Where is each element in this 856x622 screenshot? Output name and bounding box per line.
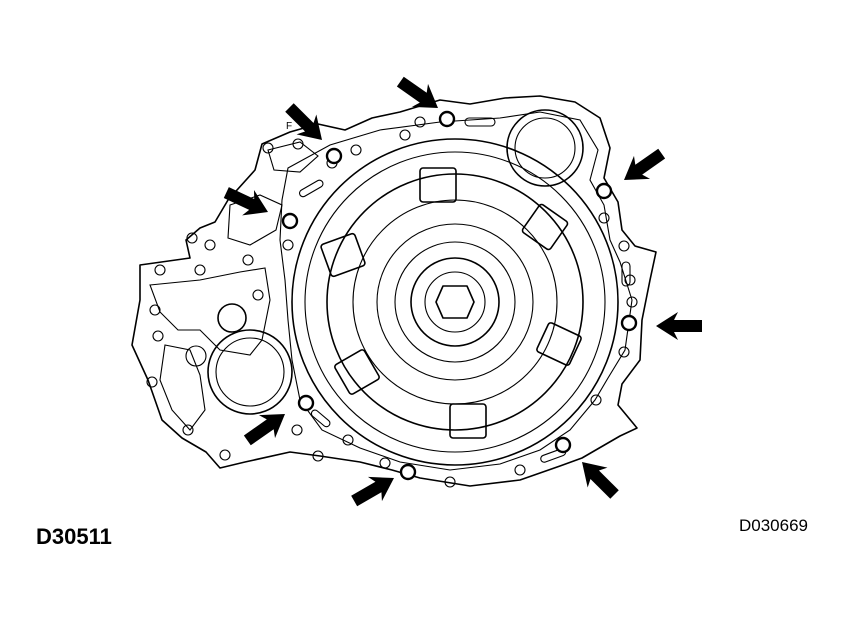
arrow-upper-right [624,148,666,180]
housing-hole [154,264,166,276]
housing-hole [282,239,294,251]
housing-hole [626,296,638,308]
housing-hole [379,457,391,469]
left-boss [217,303,247,333]
housing-hole [186,232,198,244]
bolt [595,182,613,200]
reference-code: D030669 [739,516,809,535]
housing-hole [262,142,274,154]
drive-lug [521,203,569,251]
drum-ring-6 [394,241,516,363]
left-bore-outer [207,329,293,415]
housing-slots [298,117,631,463]
housing-hole [204,239,216,251]
drum-outer-ring [291,138,619,466]
arrow-lower-left [243,414,285,446]
figure-code: D30511 [36,524,112,549]
bolt [297,394,315,412]
drive-lug [419,167,457,203]
arrow-upper-left [285,103,322,140]
housing-hole [342,434,354,446]
upper-left-rib [227,194,283,246]
housing-hole [182,424,194,436]
housing-hole [590,394,602,406]
bolt [438,110,456,128]
bolt [620,314,638,332]
drive-lug [536,322,582,366]
housing-hole [194,264,206,276]
arrow-bottom [351,476,394,507]
left-bore-inner [215,337,285,407]
arrow-lower-right [582,462,619,499]
drum-ring-7 [410,257,500,347]
drum-ring-4 [352,199,558,405]
housing-hole [514,464,526,476]
housing-hole [152,330,164,342]
housing-hole [252,289,264,301]
housing-hole [350,144,362,156]
housing-hole [146,376,158,388]
housing-hole [149,304,161,316]
housing-hole [618,240,630,252]
arrow-right [656,312,702,340]
center-hex-nut [435,285,475,319]
drum-ring-2 [304,151,606,453]
housing-hole [292,138,304,150]
left-small-boss [185,345,207,367]
bolt [281,212,299,230]
arrow-group [223,76,702,507]
upper-right-bore-inner [514,117,576,179]
drive-lug [334,349,380,395]
housing-hole [219,449,231,461]
housing-hole [312,450,324,462]
housing-slot [298,179,324,198]
housing-slot [464,117,496,127]
drum-ring-3 [326,173,584,431]
housing-holes [146,116,638,488]
housing-hole [618,346,630,358]
drum-ring-5 [376,223,534,381]
housing-hole [598,212,610,224]
housing-slot [621,261,631,287]
housing-hole [414,116,426,128]
bolt [399,463,417,481]
arrow-left [223,187,268,216]
left-web-detail [149,267,271,356]
housing-slot [310,409,331,428]
housing-hole [399,129,411,141]
flange-inner-outline [279,111,633,471]
drive-lug [449,403,487,439]
drive-lug [320,232,366,278]
upper-rib-2 [267,141,319,173]
housing-outline [131,95,657,487]
upper-right-bore-outer [506,109,584,187]
housing-hole [444,476,456,488]
housing-hole [291,424,303,436]
arrow-upper-center [396,76,438,108]
bolt [554,436,572,454]
left-web-detail-2 [159,344,206,431]
housing-hole [242,254,254,266]
drum-ring-8 [424,271,486,333]
drive-lugs [320,167,582,439]
small-stamped-label: F [286,121,292,132]
bolt-group [281,110,638,481]
bolt [325,147,343,165]
